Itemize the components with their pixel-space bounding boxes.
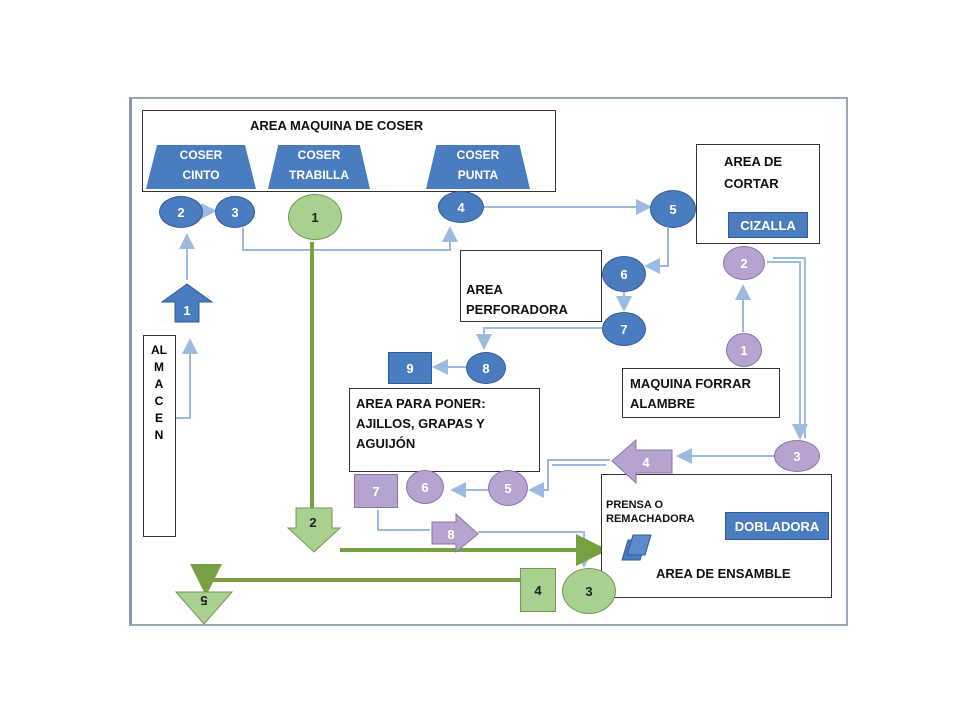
blue-step-1-label: 1 <box>183 302 191 318</box>
area-ensamble-title: AREA DE ENSAMBLE <box>656 566 791 581</box>
almacen-area <box>143 335 176 537</box>
area-para-poner <box>349 388 540 472</box>
green-step-5-label: 5 <box>200 593 208 609</box>
area-maquina-coser-title: AREA MAQUINA DE COSER <box>250 118 424 133</box>
blue-step-9: 9 <box>388 352 432 384</box>
blue-step-6-label: 6 <box>620 266 628 282</box>
purple-step-6: 6 <box>406 470 444 504</box>
blue-step-8-label: 8 <box>482 360 490 376</box>
blue-step-6: 6 <box>602 256 646 292</box>
blue-step-5-label: 5 <box>669 201 677 217</box>
green-step-4-label: 4 <box>534 582 542 598</box>
area-cortar-title: AREA DE CORTAR <box>724 154 783 191</box>
area-perforadora <box>460 250 602 322</box>
purple-step-3-label: 3 <box>793 448 801 464</box>
blue-step-4: 4 <box>438 191 484 223</box>
coser-cinto-station: COSER CINTO <box>146 145 256 189</box>
green-step-1-label: 1 <box>311 209 319 225</box>
purple-step-8: 8 <box>440 524 462 544</box>
cizalla-station: CIZALLA <box>728 212 808 238</box>
green-step-3-label: 3 <box>585 583 593 599</box>
purple-step-1: 1 <box>726 333 762 367</box>
blue-step-7-label: 7 <box>620 321 628 337</box>
blue-step-1: 1 <box>175 300 199 320</box>
purple-step-8-label: 8 <box>447 526 455 542</box>
blue-step-8: 8 <box>466 352 506 384</box>
purple-step-6-label: 6 <box>421 479 429 495</box>
purple-step-7: 7 <box>354 474 398 508</box>
purple-step-3: 3 <box>774 440 820 472</box>
prensa-remachadora-label: PRENSA O REMACHADORA <box>606 499 695 525</box>
dobladora-station: DOBLADORA <box>725 512 829 540</box>
purple-step-5: 5 <box>488 470 528 506</box>
area-forrar-title: MAQUINA FORRAR ALAMBRE <box>630 376 751 411</box>
blue-step-2-label: 2 <box>177 204 185 220</box>
coser-punta-station: COSER PUNTA <box>426 145 530 189</box>
purple-step-4-label: 4 <box>642 454 650 470</box>
green-step-2: 2 <box>302 512 324 532</box>
area-forrar-alambre <box>622 368 780 418</box>
blue-step-2: 2 <box>159 196 203 228</box>
green-step-4: 4 <box>520 568 556 612</box>
coser-trabilla-station: COSER TRABILLA <box>268 145 370 189</box>
blue-step-5: 5 <box>650 190 696 228</box>
purple-step-4: 4 <box>632 452 660 472</box>
purple-step-1-label: 1 <box>740 342 748 358</box>
dobladora-label: DOBLADORA <box>734 518 820 534</box>
green-step-5: 5 <box>194 592 214 610</box>
blue-step-4-label: 4 <box>457 199 465 215</box>
purple-step-5-label: 5 <box>504 480 512 496</box>
green-step-1: 1 <box>288 194 342 240</box>
purple-step-2-label: 2 <box>740 255 748 271</box>
purple-step-2: 2 <box>723 246 765 280</box>
blue-step-9-label: 9 <box>406 360 414 376</box>
almacen-label: ALMACEN <box>151 343 167 442</box>
coser-cinto-label: COSER CINTO <box>179 148 223 182</box>
area-perforadora-title: AREA PERFORADORA <box>466 282 568 317</box>
blue-step-7: 7 <box>602 312 646 346</box>
cizalla-label: CIZALLA <box>740 217 796 233</box>
purple-step-7-label: 7 <box>372 483 380 499</box>
area-para-poner-title: AREA PARA PONER: AJILLOS, GRAPAS Y AGUIJ… <box>356 396 486 451</box>
blue-step-3-label: 3 <box>231 204 239 220</box>
green-step-3: 3 <box>562 568 616 614</box>
green-step-2-label: 2 <box>309 514 317 530</box>
blue-step-3: 3 <box>215 196 255 228</box>
coser-punta-label: COSER PUNTA <box>456 148 500 182</box>
coser-trabilla-label: COSER TRABILLA <box>289 148 349 182</box>
